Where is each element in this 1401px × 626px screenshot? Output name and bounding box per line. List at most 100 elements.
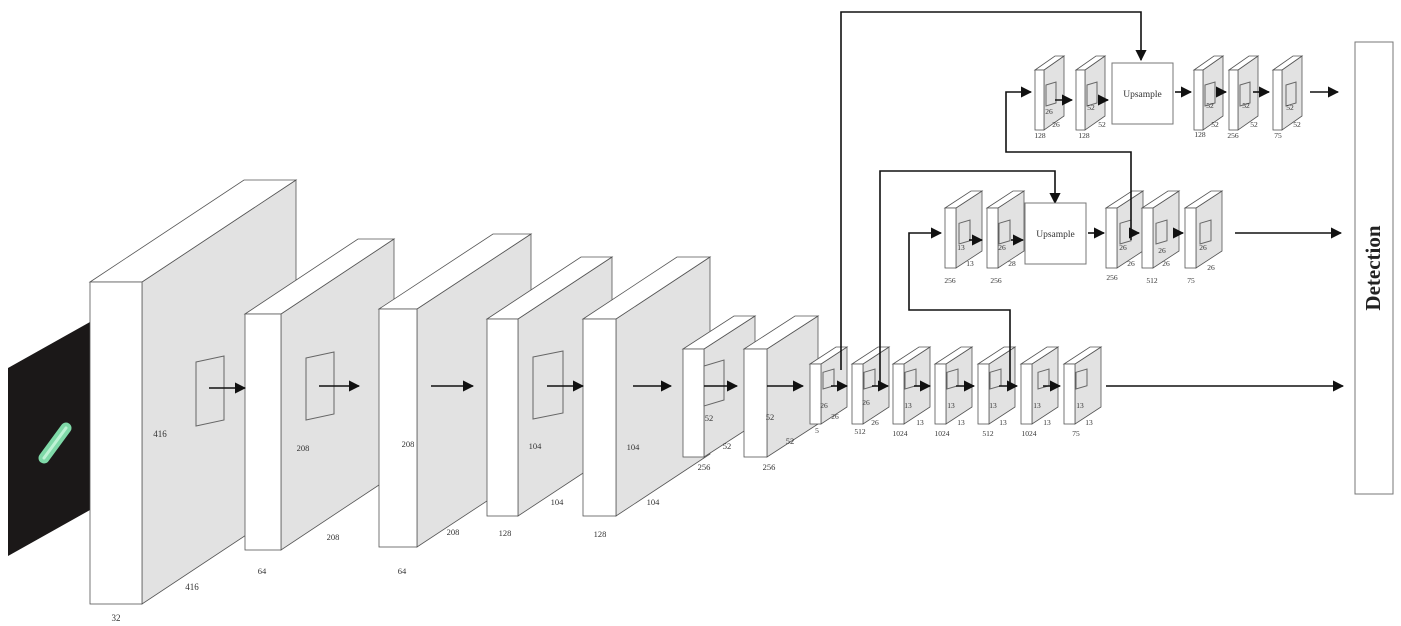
backbone-dim-label-w: 13: [1043, 418, 1051, 427]
branch_top-kernel-box: [1086, 81, 1098, 107]
backbone-dim-label-c: 512: [854, 427, 866, 436]
branch_mid-dim-label-w: 26: [1127, 259, 1135, 268]
branch_mid-dim-label-c: 512: [1146, 276, 1158, 285]
backbone-block-front-face: [892, 363, 905, 425]
flow-arrow-17: [908, 227, 1011, 384]
backbone-dim-label-h: 52: [766, 412, 775, 422]
branch_mid-block-front-face: [944, 207, 957, 269]
branch_mid-dim-label-w: 26: [1207, 263, 1215, 272]
branch_mid-block-front-face: [1184, 207, 1197, 269]
backbone-block-front-face: [582, 318, 617, 517]
branch_top-block-5: [1271, 55, 1304, 131]
backbone-dim-label-w: 208: [447, 527, 460, 537]
branch_mid-dim-label-c: 256: [944, 276, 956, 285]
backbone-dim-label-w: 13: [957, 418, 965, 427]
branch_top-block-front-face: [1075, 69, 1086, 131]
backbone-dim-label-c: 5: [815, 426, 819, 435]
backbone-dim-label-h: 208: [297, 443, 310, 453]
pill-icon: [38, 422, 72, 464]
backbone-block-front-face: [682, 348, 705, 458]
branch_top-block-front-face: [1272, 69, 1283, 131]
backbone-dim-label-w: 104: [647, 497, 661, 507]
branch_top-dim-label-c: 256: [1227, 131, 1239, 140]
branch_mid-block-front-face: [1141, 207, 1154, 269]
branch_mid-dim-label-h: 26: [1158, 246, 1166, 255]
branch_mid-dim-label-c: 75: [1187, 276, 1195, 285]
branch_top-dim-label-c: 128: [1078, 131, 1090, 140]
branch_top-dim-label-w: 52: [1098, 120, 1106, 129]
branch_top-kernel-box: [1285, 81, 1297, 107]
upsample-label-mid: Upsample: [1036, 230, 1075, 240]
upsample-block-mid: Upsample: [1024, 202, 1087, 265]
branch_top-block-4: [1227, 55, 1260, 131]
backbone-dim-label-c: 64: [258, 566, 267, 576]
backbone-block-2: [243, 238, 396, 551]
flow-arrow-16: [879, 170, 1061, 384]
branch_top-dim-label-w: 52: [1250, 120, 1258, 129]
backbone-kernel-box: [532, 350, 564, 420]
backbone-dim-label-c: 75: [1072, 429, 1080, 438]
branch_mid-dim-label-h: 26: [1199, 243, 1207, 252]
branch_mid-block-front-face: [1105, 207, 1118, 269]
branch_mid-block-1: [943, 190, 984, 269]
branch_top-dim-label-h: 52: [1087, 103, 1095, 112]
backbone-dim-label-w: 52: [786, 436, 795, 446]
branch_mid-block-3: [1104, 190, 1145, 269]
backbone-dim-label-w: 208: [327, 532, 340, 542]
backbone-dim-label-w: 104: [551, 497, 565, 507]
branch_top-kernel-box: [1045, 81, 1057, 107]
backbone-block-front-face: [977, 363, 990, 425]
backbone-block-front-face: [934, 363, 947, 425]
backbone-kernel-box: [703, 359, 725, 407]
backbone-dim-label-h: 13: [1033, 401, 1041, 410]
branch_top-dim-label-w: 52: [1293, 120, 1301, 129]
flow-arrow-15: [840, 11, 1147, 370]
backbone-dim-label-w: 416: [185, 582, 199, 592]
backbone-dim-label-c: 1024: [935, 429, 950, 438]
backbone-block-front-face: [1020, 363, 1033, 425]
backbone-kernel-box: [305, 351, 335, 421]
backbone-dim-label-c: 128: [499, 528, 512, 538]
backbone-dim-label-h: 52: [705, 413, 714, 423]
branch_top-block-front-face: [1193, 69, 1204, 131]
input-image-panel: [8, 322, 90, 556]
backbone-dim-label-c: 128: [594, 529, 607, 539]
branch_top-block-front-face: [1228, 69, 1239, 131]
branch_mid-dim-label-c: 256: [990, 276, 1002, 285]
backbone-block-front-face: [486, 318, 519, 517]
backbone-dim-label-h: 26: [820, 401, 828, 410]
backbone-dim-label-c: 256: [698, 462, 711, 472]
branch_top-kernel-box: [1239, 81, 1251, 107]
backbone-block-front-face: [809, 363, 822, 425]
backbone-dim-label-w: 13: [1085, 418, 1093, 427]
branch_top-dim-label-c: 128: [1194, 130, 1206, 139]
branch_mid-dim-label-w: 13: [966, 259, 974, 268]
backbone-dim-label-h: 26: [862, 398, 870, 407]
backbone-kernel-box: [195, 355, 225, 427]
branch_mid-block-front-face: [986, 207, 999, 269]
backbone-dim-label-h: 13: [947, 401, 955, 410]
backbone-dim-label-c: 64: [398, 566, 407, 576]
branch_mid-dim-label-h: 26: [998, 243, 1006, 252]
backbone-dim-label-c: 256: [763, 462, 776, 472]
backbone-dim-label-w: 52: [723, 441, 732, 451]
branch_top-block-3: [1192, 55, 1225, 131]
branch_top-dim-label-w: 26: [1052, 120, 1060, 129]
branch_top-block-2: [1074, 55, 1107, 131]
backbone-dim-label-w: 26: [831, 412, 839, 421]
branch_mid-kernel-box: [998, 219, 1011, 245]
backbone-kernel-box: [1075, 368, 1088, 390]
backbone-dim-label-c: 32: [112, 613, 121, 623]
backbone-dim-label-c: 512: [982, 429, 994, 438]
backbone-block-front-face: [851, 363, 864, 425]
backbone-dim-label-c: 1024: [1022, 429, 1037, 438]
branch_top-kernel-box: [1204, 81, 1216, 107]
backbone-block-front-face: [89, 281, 143, 605]
branch_mid-kernel-box: [1199, 219, 1212, 245]
upsample-label-top: Upsample: [1123, 90, 1162, 100]
branch_mid-kernel-box: [1155, 219, 1168, 245]
backbone-block-front-face: [378, 308, 418, 548]
branch_top-dim-label-c: 75: [1274, 131, 1282, 140]
backbone-dim-label-h: 13: [904, 401, 912, 410]
